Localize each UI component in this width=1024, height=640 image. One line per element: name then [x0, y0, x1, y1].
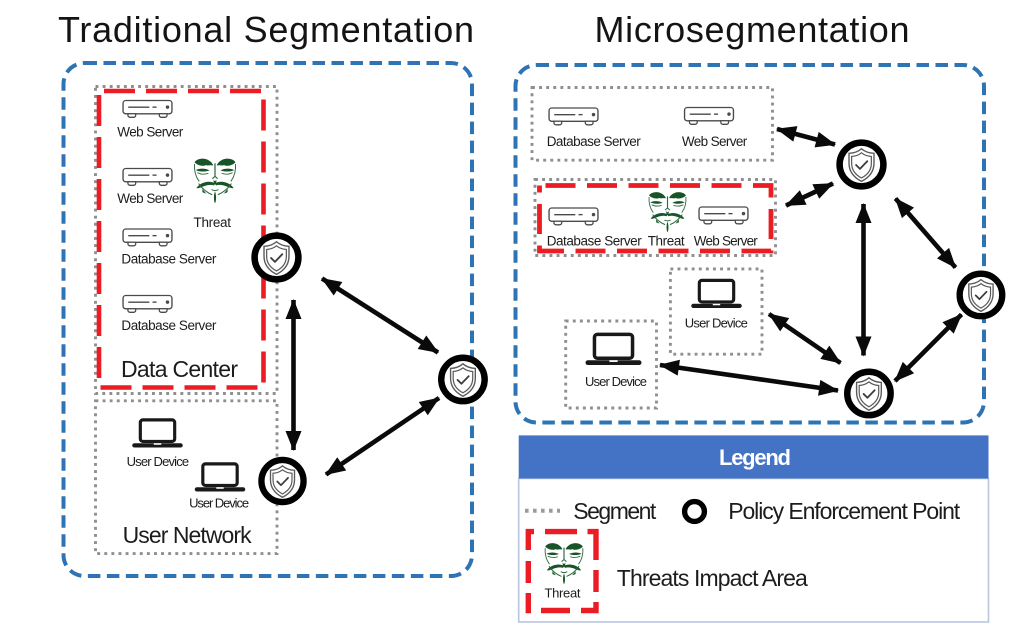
- svg-text:Segment: Segment: [573, 498, 657, 524]
- svg-text:Policy Enforcement Point: Policy Enforcement Point: [728, 498, 961, 524]
- svg-text:Web Server: Web Server: [117, 125, 184, 140]
- svg-text:Database Server: Database Server: [121, 318, 216, 333]
- svg-text:Legend: Legend: [719, 445, 791, 470]
- svg-text:Web Server: Web Server: [694, 234, 759, 249]
- svg-text:User Network: User Network: [123, 522, 253, 548]
- svg-text:User Device: User Device: [127, 454, 190, 469]
- svg-text:Microsegmentation: Microsegmentation: [595, 9, 910, 50]
- svg-text:Data Center: Data Center: [121, 356, 238, 382]
- svg-text:User Device: User Device: [585, 374, 647, 389]
- svg-text:Threat: Threat: [648, 234, 685, 249]
- svg-text:User Device: User Device: [189, 496, 249, 511]
- svg-text:Threat: Threat: [545, 586, 581, 601]
- svg-text:Web Server: Web Server: [117, 191, 184, 206]
- svg-text:Web Server: Web Server: [682, 134, 748, 149]
- svg-text:Database Server: Database Server: [121, 252, 216, 267]
- svg-text:Threats Impact Area: Threats Impact Area: [617, 565, 808, 591]
- svg-text:User Device: User Device: [685, 316, 748, 331]
- svg-text:Traditional Segmentation: Traditional Segmentation: [58, 9, 474, 50]
- svg-text:Threat: Threat: [194, 215, 232, 230]
- svg-text:Database Server: Database Server: [547, 234, 643, 249]
- svg-text:Database Server: Database Server: [547, 134, 642, 149]
